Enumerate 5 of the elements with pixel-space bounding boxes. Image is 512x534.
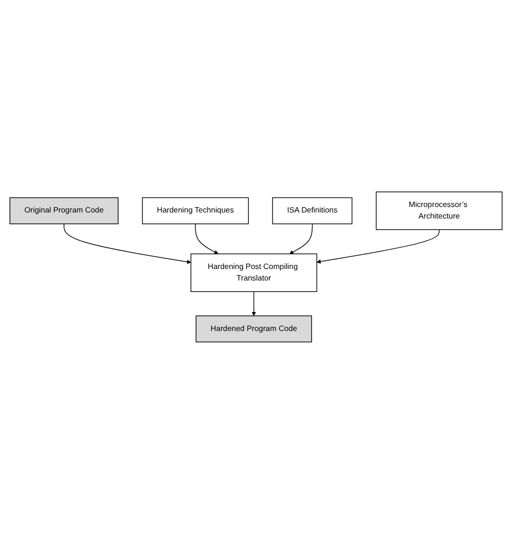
arrow — [195, 224, 218, 254]
arrow — [64, 224, 192, 264]
arrow — [316, 229, 440, 264]
arrow — [252, 291, 256, 316]
arrow — [289, 224, 313, 254]
